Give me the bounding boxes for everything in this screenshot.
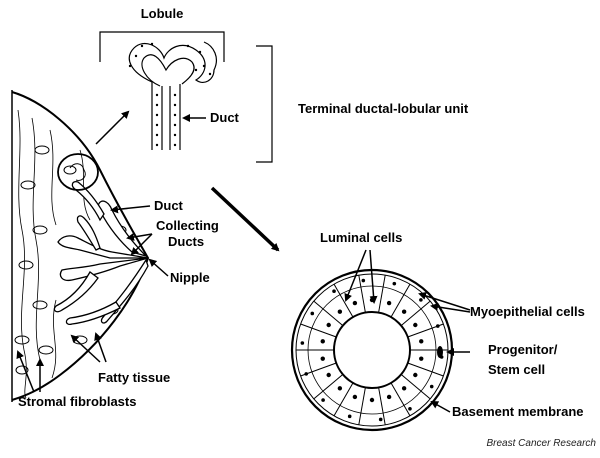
fatty-tissue-ovals [14,145,127,375]
stromal-fibroblasts-label: Stromal fibroblasts [18,394,136,409]
luminal-nucleus [401,386,407,391]
cell-boundary [333,382,354,417]
myoepithelial-nucleus [408,407,412,411]
credit-label: Breast Cancer Research [487,438,597,449]
myoepithelial-nucleus [304,372,309,376]
myoepithelial-cells-label: Myoepithelial cells [470,304,585,319]
myoepithelial-nucleus [361,278,366,283]
tdlu-label: Terminal ductal-lobular unit [298,101,469,116]
cell-boundary [358,275,366,313]
tdlu-structure [128,41,217,150]
luminal-nucleus [419,356,424,361]
luminal-nucleus [386,300,392,306]
luminal-nucleus [337,386,343,391]
myoepithelial-nucleus [392,281,397,286]
duct-tree [53,180,149,326]
ducts-label: Ducts [168,234,204,249]
collecting-label: Collecting [156,218,219,233]
cell-boundary [390,283,411,318]
myoepithelial-nucleus [321,398,325,402]
basement-membrane-label: Basement membrane [452,404,584,419]
lobule-label: Lobule [141,6,184,21]
myoepithelial-nucleus [332,289,336,293]
acinus-cross-section [290,268,454,432]
myoepithelial-layer [307,285,437,415]
nipple-label: Nipple [170,270,210,285]
luminal-nucleus [352,300,358,306]
luminal-nucleus [326,372,331,378]
cell-boundary [333,283,354,318]
breast-lobule-circle [57,153,99,191]
duct-top-label: Duct [210,110,240,125]
luminal-nucleus [413,372,418,378]
luminal-nucleus [413,322,418,328]
myoepithelial-nucleus [435,324,440,328]
cell-boundary [313,374,344,400]
cell-boundary [400,300,431,326]
myoepithelial-nucleus [347,414,352,419]
duct-mid-label: Duct [154,198,184,213]
progenitor-label: Progenitor/ [488,342,558,357]
acinus-cell-nuclei [300,278,444,422]
cell-boundary [358,387,366,425]
myoepithelial-nucleus [419,298,423,302]
luminal-nucleus [326,322,331,328]
cell-boundary [300,323,337,338]
cell-boundary [407,362,444,377]
luminal-nucleus [386,394,392,400]
tdlu-bracket [256,45,273,163]
luminal-nucleus [337,309,343,314]
luminal-cells-label: Luminal cells [320,230,402,245]
stem-cell-label: Stem cell [488,362,545,377]
arrows [16,110,471,413]
myoepithelial-nucleus [310,311,315,316]
luminal-nucleus [419,339,424,344]
luminal-nucleus [369,397,375,403]
myoepithelial-nucleus [300,341,305,345]
luminal-nucleus [352,394,358,400]
luminal-nucleus [401,309,407,314]
myoepithelial-nucleus [378,417,383,422]
myoepithelial-nucleus [429,384,434,389]
stem-cell-nucleus [437,346,443,358]
cell-boundary [378,275,386,313]
luminal-nucleus [320,339,325,344]
luminal-nucleus [320,356,325,361]
fatty-tissue-label: Fatty tissue [98,370,170,385]
lobule-bracket [99,31,225,62]
cell-boundary [400,374,431,400]
tdlu-cell-dots [128,42,212,147]
cell-boundary [390,382,411,417]
cell-boundary [313,300,344,326]
cell-boundary [378,387,386,425]
